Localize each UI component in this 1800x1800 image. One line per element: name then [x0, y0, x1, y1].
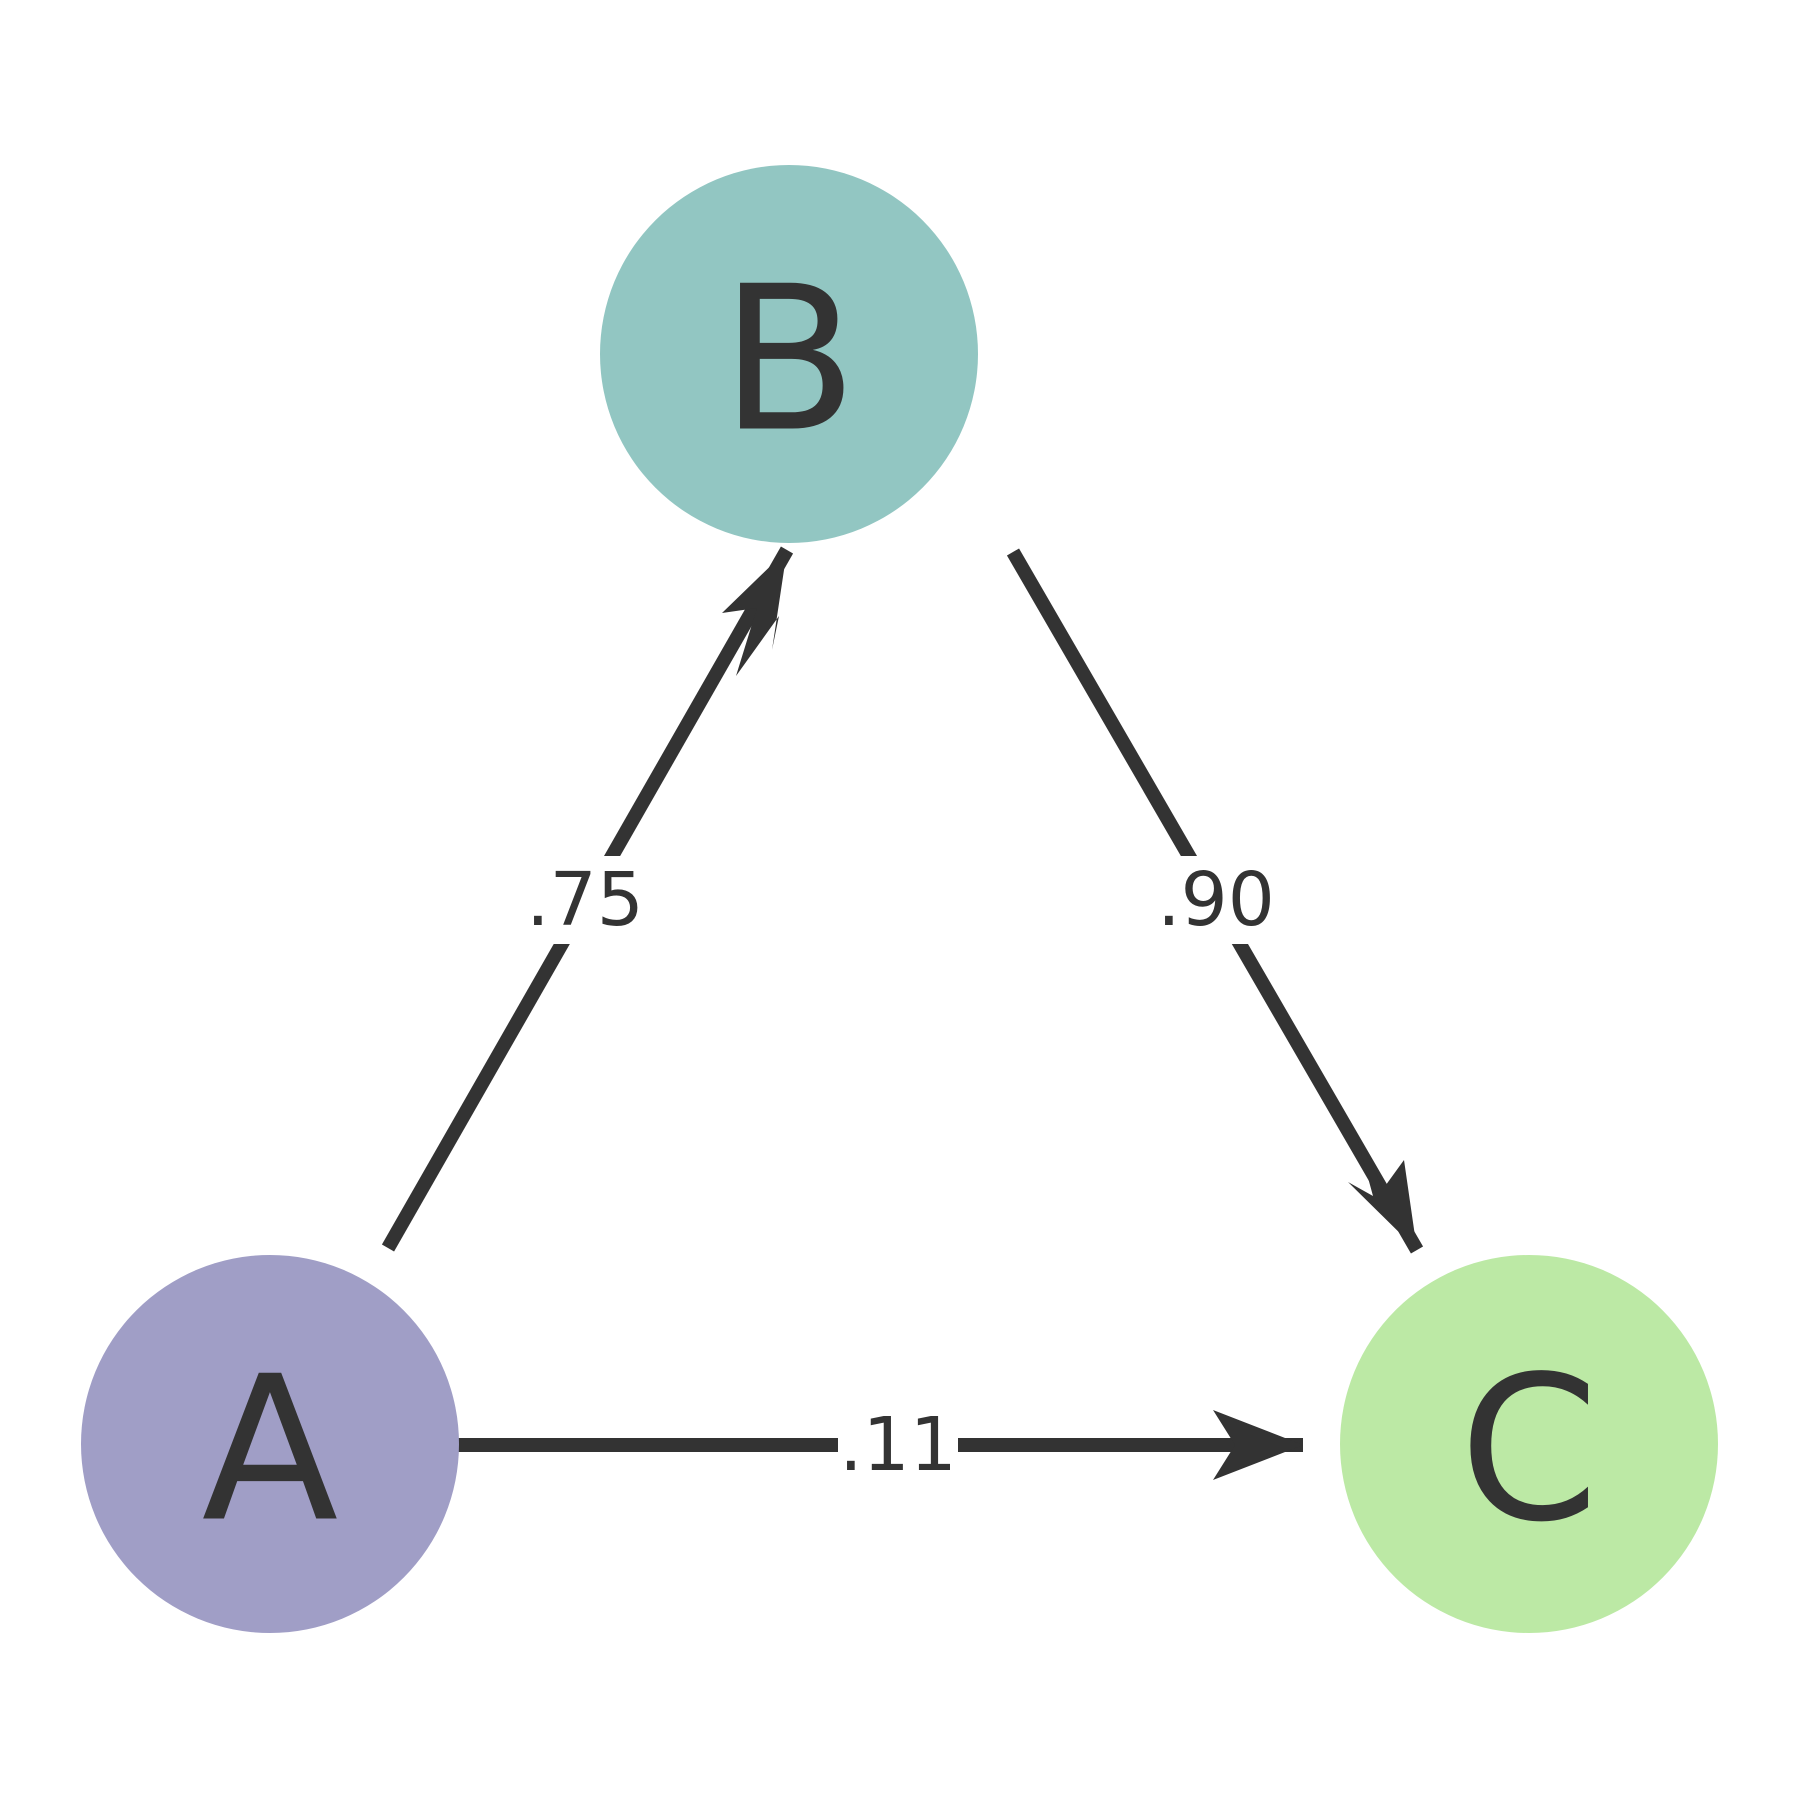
edge-weight-label: .90: [1157, 857, 1275, 943]
edge-label-backdrop: [838, 1403, 958, 1487]
edge-labels-layer: .75 .90 .11: [525, 856, 1276, 1488]
arrowhead-icon: [1348, 1130, 1417, 1250]
node-label: A: [202, 1334, 339, 1567]
node-a[interactable]: A: [81, 1255, 459, 1633]
node-circle[interactable]: [600, 165, 978, 543]
node-circle[interactable]: [81, 1255, 459, 1633]
edge-label-backdrop: [525, 856, 645, 944]
arrowhead-icon: [722, 550, 787, 676]
edge-label-backdrop: [1156, 856, 1276, 944]
nodes-layer: A B C: [81, 165, 1718, 1633]
edges-layer: [381, 546, 1424, 1480]
node-c[interactable]: C: [1340, 1255, 1718, 1633]
node-label: C: [1459, 1334, 1599, 1567]
node-circle[interactable]: [1340, 1255, 1718, 1633]
edge-weight-label: .75: [526, 857, 644, 943]
edge-weight-label: .11: [839, 1402, 957, 1488]
arrowhead-icon: [1213, 1410, 1303, 1480]
node-b[interactable]: B: [600, 165, 978, 543]
node-label: B: [720, 244, 857, 477]
